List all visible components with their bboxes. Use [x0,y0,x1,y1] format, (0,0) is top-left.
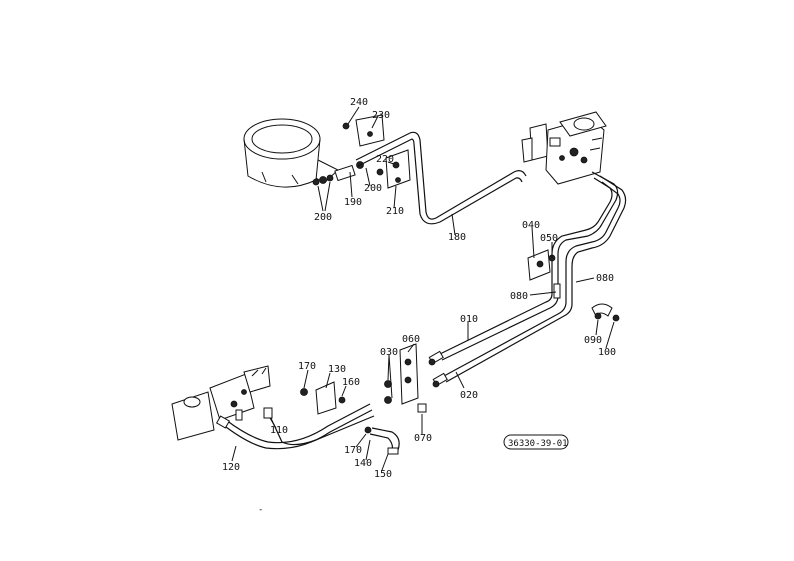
callout-100: 100 [598,347,616,358]
callout-200-right: 200 [364,183,382,194]
callout-070: 070 [414,433,432,444]
callout-160: 160 [342,377,360,388]
callout-240: 240 [350,97,368,108]
callout-050: 050 [540,233,558,244]
callout-labels: 240 230 220 200 190 200 210 180 040 050 … [222,97,616,480]
callout-220: 220 [376,154,394,165]
callout-170-top: 170 [298,361,316,372]
upper-fittings [312,114,411,189]
callout-030: 030 [380,347,398,358]
callout-170-bottom: 170 [344,445,362,456]
bracket-040 [527,249,620,322]
callout-120: 120 [222,462,240,473]
callout-190: 190 [344,197,362,208]
pipes-010-020 [428,171,627,388]
callout-080-right: 080 [596,273,614,284]
hoses-lower [215,403,400,455]
callout-040: 040 [522,220,540,231]
callout-110: 110 [270,425,288,436]
leader-lines [231,106,615,471]
callout-020: 020 [460,390,478,401]
reference-code-box: 36330-39-01 [503,434,569,450]
bracket-060 [384,343,427,413]
valve-block [521,111,607,185]
bracket-130 [300,381,346,415]
pipe-180 [355,131,527,225]
tank [243,118,339,188]
callout-060: 060 [402,334,420,345]
callout-090: 090 [584,335,602,346]
callout-010: 010 [460,314,478,325]
callout-230: 230 [372,110,390,121]
pump-assembly [171,365,271,441]
callout-210: 210 [386,206,404,217]
callout-200-left: 200 [314,212,332,223]
reference-code: 36330-39-01 [508,439,568,449]
footer-mark: - [258,505,263,515]
callout-080-left: 080 [510,291,528,302]
callout-140: 140 [354,458,372,469]
callout-130: 130 [328,364,346,375]
callout-150: 150 [374,469,392,480]
callout-180: 180 [448,232,466,243]
